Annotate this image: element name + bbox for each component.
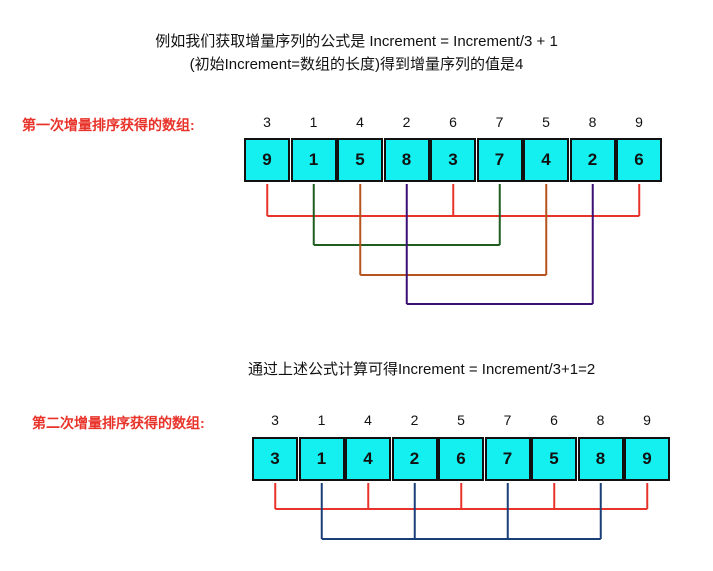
section2-index-label: 7 <box>503 412 512 428</box>
section1-index-label: 3 <box>263 114 271 130</box>
section1-index-label: 2 <box>402 114 411 130</box>
section2-array-cell: 4 <box>345 437 391 481</box>
section1-index-label: 1 <box>309 114 318 130</box>
header-line-2: (初始Increment=数组的长度)得到增量序列的值是4 <box>189 56 524 73</box>
section2-label: 第二次增量排序获得的数组: <box>32 415 205 431</box>
section1-index-label: 9 <box>635 114 643 130</box>
section1-index-label: 8 <box>588 114 597 130</box>
section2-array-cell: 3 <box>252 437 298 481</box>
section1-index-label: 6 <box>449 114 457 130</box>
section2-array-cell: 8 <box>577 437 624 481</box>
mid-text: 通过上述公式计算可得Increment = Increment/3+1=2 <box>248 361 596 378</box>
section2-array-cell: 5 <box>531 437 577 481</box>
section1-index-label: 7 <box>495 114 504 130</box>
section1-index-label: 5 <box>542 114 550 130</box>
section1-array-cell: 6 <box>616 138 662 182</box>
section2-index-label: 1 <box>317 412 326 428</box>
section1-array-cell: 1 <box>290 138 337 182</box>
section2-array-cell: 2 <box>391 437 438 481</box>
section2-array-cell: 6 <box>438 437 484 481</box>
section2-index-label: 4 <box>364 412 372 428</box>
section1-array-cell: 9 <box>244 138 290 182</box>
section1-array-cell: 5 <box>337 138 383 182</box>
section2-index-label: 3 <box>271 412 279 428</box>
section1-array-cell: 7 <box>476 138 523 182</box>
section2-array-cell: 7 <box>484 437 531 481</box>
section1-array-cell: 8 <box>383 138 430 182</box>
section1-array-cell: 3 <box>430 138 476 182</box>
section1-index-label: 4 <box>356 114 364 130</box>
section1-array-cell: 2 <box>569 138 616 182</box>
section2-array-cell: 1 <box>298 437 345 481</box>
section2-index-label: 9 <box>643 412 651 428</box>
section2-index-label: 6 <box>550 412 558 428</box>
section1-array-cell: 4 <box>523 138 569 182</box>
section2-array-cell: 9 <box>624 437 670 481</box>
section2-index-label: 8 <box>596 412 605 428</box>
section2-index-label: 2 <box>410 412 419 428</box>
section1-label: 第一次增量排序获得的数组: <box>22 117 195 133</box>
section2-index-label: 5 <box>457 412 465 428</box>
header-line-1: 例如我们获取增量序列的公式是 Increment = Increment/3 +… <box>155 33 558 50</box>
